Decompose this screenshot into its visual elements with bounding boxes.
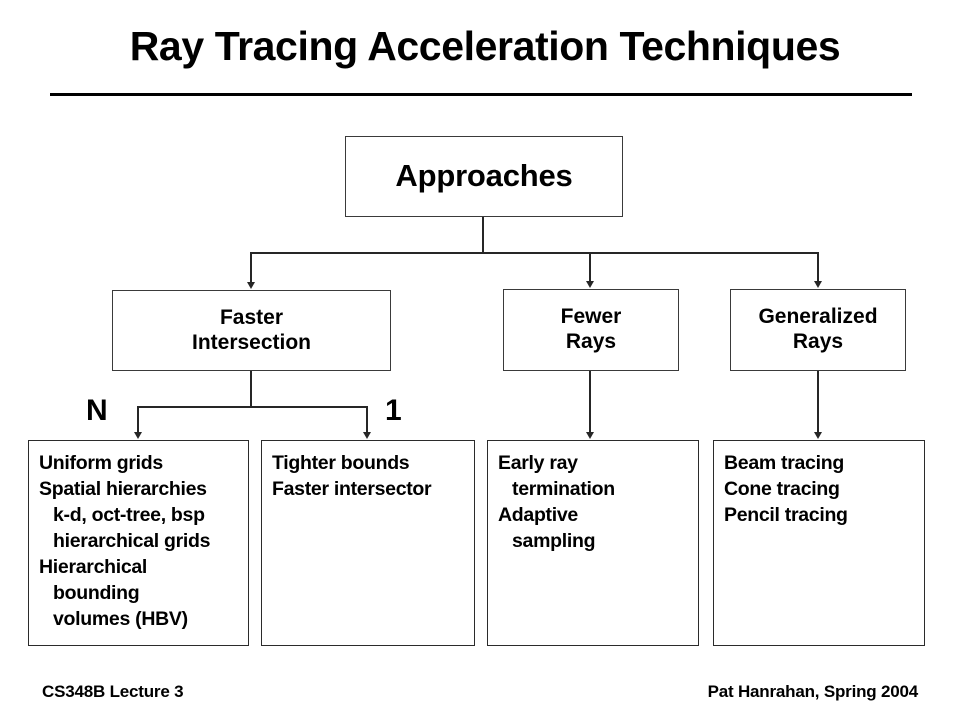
footer-course-label: CS348B Lecture 3 bbox=[42, 682, 184, 701]
connector-faster-intersection-to-leaf-2 bbox=[366, 406, 368, 433]
title-divider bbox=[50, 93, 912, 96]
arrow-head-to-faster-intersection bbox=[247, 282, 255, 289]
leaf-line: Early ray bbox=[498, 452, 578, 474]
node-label-line-1: Generalized bbox=[758, 305, 878, 329]
connector-approaches-to-faster-intersection bbox=[250, 252, 252, 283]
leaf-line: bounding bbox=[53, 581, 140, 604]
leaf-line: Beam tracing bbox=[724, 452, 844, 474]
node-label-fewer-rays: Fewer Rays bbox=[561, 305, 622, 355]
node-label-generalized-rays: Generalized Rays bbox=[758, 305, 877, 355]
flowchart-node-fewer-rays: Fewer Rays bbox=[503, 289, 679, 371]
connector-fewer-rays-to-leaf-3 bbox=[589, 371, 591, 433]
leaf-line: Adaptive bbox=[498, 503, 578, 526]
leaf-line: Spatial hierarchies bbox=[39, 477, 207, 500]
connector-approaches-to-fewer-rays bbox=[589, 252, 591, 282]
node-label-line-1: Faster bbox=[219, 305, 284, 329]
connector-faster-intersection-to-leaf-1 bbox=[137, 406, 139, 433]
connector-approaches-bus bbox=[250, 252, 818, 254]
flowchart-leaf-generalized-rays-methods: Beam tracing Cone tracing Pencil tracing bbox=[713, 440, 925, 646]
node-label-faster-intersection: Faster Intersection bbox=[192, 306, 311, 356]
leaf-line: Faster intersector bbox=[272, 477, 432, 500]
connector-approaches-to-generalized-rays bbox=[817, 252, 819, 282]
leaf-line: sampling bbox=[512, 529, 596, 552]
leaf-line: volumes (HBV) bbox=[53, 607, 188, 630]
flowchart-leaf-fewer-rays-methods: Early ray termination Adaptive sampling bbox=[487, 440, 699, 646]
connector-faster-intersection-bus bbox=[137, 406, 368, 408]
node-label-line-1: Fewer bbox=[560, 305, 622, 329]
connector-faster-intersection-stem bbox=[250, 371, 252, 408]
arrow-head-to-leaf-4 bbox=[814, 432, 822, 439]
flowchart-node-faster-intersection: Faster Intersection bbox=[112, 290, 391, 371]
flowchart-node-generalized-rays: Generalized Rays bbox=[730, 289, 906, 371]
leaf-line: Uniform grids bbox=[39, 452, 163, 474]
arrow-head-to-fewer-rays bbox=[586, 281, 594, 288]
arrow-head-to-leaf-2 bbox=[363, 432, 371, 439]
leaf-line: Tighter bounds bbox=[272, 452, 410, 474]
footer-author-label: Pat Hanrahan, Spring 2004 bbox=[707, 682, 919, 701]
arrow-head-to-generalized-rays bbox=[814, 281, 822, 288]
connector-generalized-rays-to-leaf-4 bbox=[817, 371, 819, 433]
flowchart-node-approaches: Approaches bbox=[345, 136, 623, 217]
connector-approaches-stem bbox=[482, 217, 484, 253]
arrow-head-to-leaf-3 bbox=[586, 432, 594, 439]
leaf-line: Cone tracing bbox=[724, 477, 840, 500]
leaf-line: k-d, oct-tree, bsp bbox=[53, 503, 205, 526]
leaf-line: hierarchical grids bbox=[53, 529, 211, 552]
arrow-head-to-leaf-1 bbox=[134, 432, 142, 439]
node-label-line-2: Intersection bbox=[191, 330, 312, 354]
leaf-line: termination bbox=[512, 477, 615, 500]
branch-label-one: 1 bbox=[385, 394, 402, 427]
flowchart-leaf-faster-intersection-many: Uniform grids Spatial hierarchies k-d, o… bbox=[28, 440, 249, 646]
flowchart-leaf-faster-intersection-one: Tighter bounds Faster intersector bbox=[261, 440, 475, 646]
leaf-line: Hierarchical bbox=[39, 555, 148, 578]
node-label-line-2: Rays bbox=[792, 330, 844, 353]
branch-label-many: N bbox=[86, 394, 108, 427]
page-title: Ray Tracing Acceleration Techniques bbox=[129, 23, 841, 69]
leaf-line: Pencil tracing bbox=[724, 503, 848, 526]
node-label-approaches: Approaches bbox=[395, 158, 573, 194]
node-label-line-2: Rays bbox=[565, 330, 617, 353]
